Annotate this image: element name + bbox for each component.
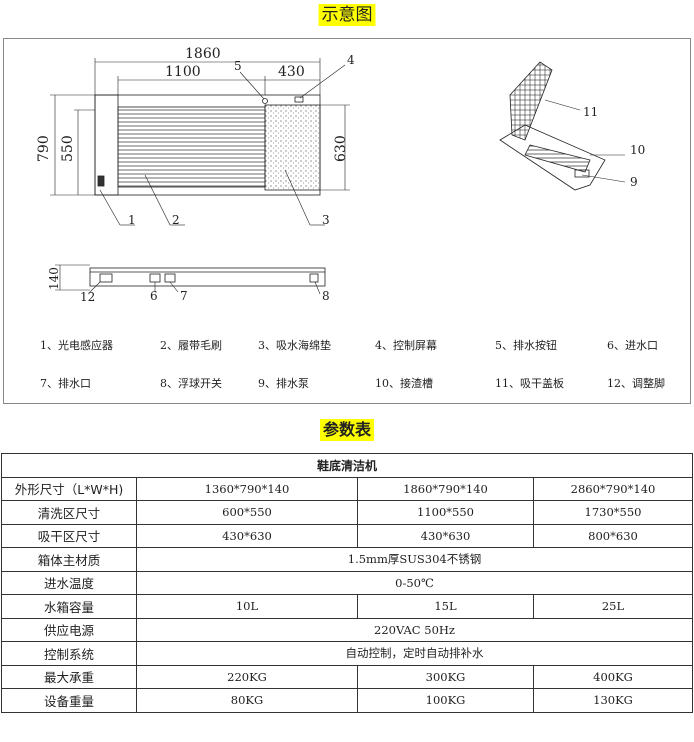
legend-item: 8、浮球开关 (160, 377, 222, 390)
row-label: 水箱容量 (1, 594, 137, 619)
row-label: 设备重量 (1, 688, 137, 713)
svg-text:10: 10 (630, 143, 645, 157)
legend-item: 11、吸干盖板 (495, 377, 564, 390)
dim-total-length: 1860 (185, 46, 221, 62)
svg-text:5: 5 (234, 59, 242, 73)
dim-total-width: 790 (36, 135, 52, 162)
table-cell: 1100*550 (357, 500, 534, 525)
table-cell: 220KG (136, 664, 358, 689)
svg-text:8: 8 (322, 289, 330, 303)
svg-text:9: 9 (630, 175, 638, 189)
table-cell: 15L (357, 594, 534, 619)
params-title: 参数表 (319, 419, 375, 441)
iso-view (499, 61, 606, 191)
dimension-lines (50, 58, 350, 291)
svg-text:11: 11 (583, 105, 598, 119)
table-cell: 80KG (136, 688, 358, 713)
svg-text:3: 3 (322, 213, 330, 227)
row-label: 进水温度 (1, 570, 137, 595)
table-cell: 自动控制，定时自动排补水 (136, 641, 693, 666)
row-label: 外形尺寸（L*W*H) (1, 476, 137, 501)
table-cell: 1860*790*140 (357, 476, 534, 501)
legend-item: 2、履带毛刷 (160, 339, 222, 352)
svg-text:1: 1 (128, 213, 136, 227)
row-label: 清洗区尺寸 (1, 500, 137, 525)
table-header-row: 鞋底清洁机 (1, 453, 693, 478)
row-label: 箱体主材质 (1, 547, 137, 572)
row-label: 吸干区尺寸 (1, 523, 137, 548)
table-cell: 800*630 (533, 523, 693, 548)
diagram-title: 示意图 (318, 4, 376, 26)
legend-item: 4、控制屏幕 (375, 339, 437, 352)
row-label: 最大承重 (1, 664, 137, 689)
dim-dry-width: 630 (333, 135, 349, 162)
dimension-labels: 1860 1100 430 790 550 630 140 (36, 46, 349, 290)
diagram-frame (3, 38, 691, 404)
table-cell: 220VAC 50Hz (136, 617, 693, 642)
dim-dry-length: 430 (278, 64, 305, 80)
front-view (94, 94, 321, 196)
table-cell: 10L (136, 594, 358, 619)
legend-item: 6、进水口 (607, 339, 658, 352)
table-title: 鞋底清洁机 (1, 453, 693, 478)
table-cell: 2860*790*140 (533, 476, 693, 501)
table-cell: 400KG (533, 664, 693, 689)
dim-wash-width: 550 (60, 135, 76, 162)
table-cell: 25L (533, 594, 693, 619)
table-cell: 1360*790*140 (136, 476, 358, 501)
table-cell: 0-50℃ (136, 570, 693, 595)
table-row: 控制系统自动控制，定时自动排补水 (1, 641, 693, 666)
legend-item: 1、光电感应器 (40, 339, 113, 352)
table-cell: 600*550 (136, 500, 358, 525)
svg-text:12: 12 (80, 290, 95, 304)
side-view (89, 267, 326, 287)
svg-text:7: 7 (180, 289, 188, 303)
row-label: 供应电源 (1, 617, 137, 642)
technical-drawing: 1860 1100 430 790 550 630 140 1 2 3 4 5 … (36, 46, 645, 304)
svg-text:6: 6 (150, 289, 158, 303)
legend-item: 9、排水泵 (258, 377, 309, 390)
table-cell: 430*630 (357, 523, 534, 548)
legend-item: 12、调整脚 (607, 377, 665, 390)
svg-text:4: 4 (347, 53, 355, 67)
legend-item: 5、排水按钮 (495, 339, 557, 352)
dim-height: 140 (47, 267, 61, 290)
table-cell: 430*630 (136, 523, 358, 548)
table-cell: 300KG (357, 664, 534, 689)
legend-item: 10、接渣槽 (375, 377, 433, 390)
callout-leaders (89, 64, 626, 295)
row-label: 控制系统 (1, 641, 137, 666)
table-cell: 1.5mm厚SUS304不锈钢 (136, 547, 693, 572)
table-cell: 130KG (533, 688, 693, 713)
dim-wash-length: 1100 (165, 64, 201, 80)
callout-numbers: 1 2 3 4 5 6 7 8 9 10 11 12 (80, 53, 645, 304)
legend-item: 3、吸水海绵垫 (258, 339, 331, 352)
table-cell: 100KG (357, 688, 534, 713)
table-cell: 1730*550 (533, 500, 693, 525)
legend-item: 7、排水口 (40, 377, 91, 390)
svg-text:2: 2 (172, 213, 180, 227)
